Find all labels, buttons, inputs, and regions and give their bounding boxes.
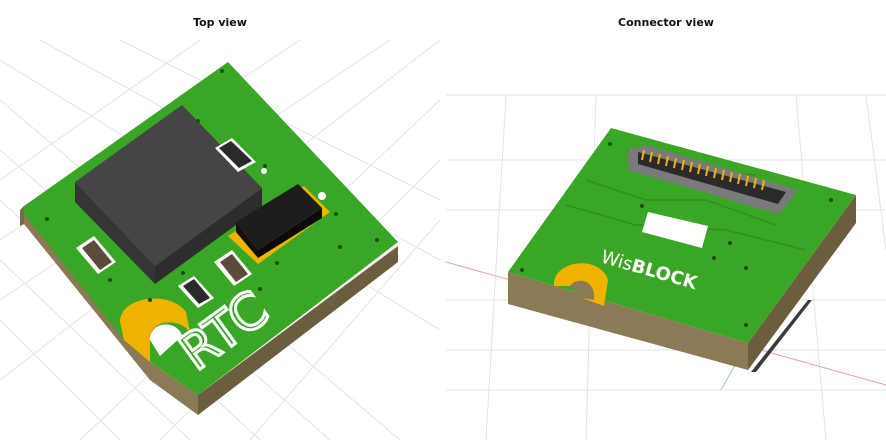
connector-view-render: WisBLOCK <box>446 94 886 440</box>
vias <box>45 69 379 344</box>
connector-view-title: Connector view <box>618 16 714 29</box>
board-edge <box>508 195 856 372</box>
vias <box>520 142 833 327</box>
mounting-notch <box>120 298 190 362</box>
white-pad <box>642 212 708 248</box>
resistor-1 <box>178 276 214 308</box>
mounting-notch <box>553 263 608 306</box>
board-edge <box>20 206 398 415</box>
top-view-panel: Top view <box>0 0 440 440</box>
board-connector <box>628 145 798 214</box>
capacitor-2 <box>76 236 116 274</box>
crystal-component <box>228 184 330 264</box>
rtc-chip <box>75 105 262 284</box>
connector-pins <box>641 149 765 191</box>
connector-view-panel: Connector view <box>446 0 886 440</box>
top-view-render: RTC <box>0 39 440 440</box>
capacitor-3 <box>214 250 252 286</box>
top-view-title: Top view <box>193 16 247 29</box>
capacitor-1 <box>215 138 256 172</box>
